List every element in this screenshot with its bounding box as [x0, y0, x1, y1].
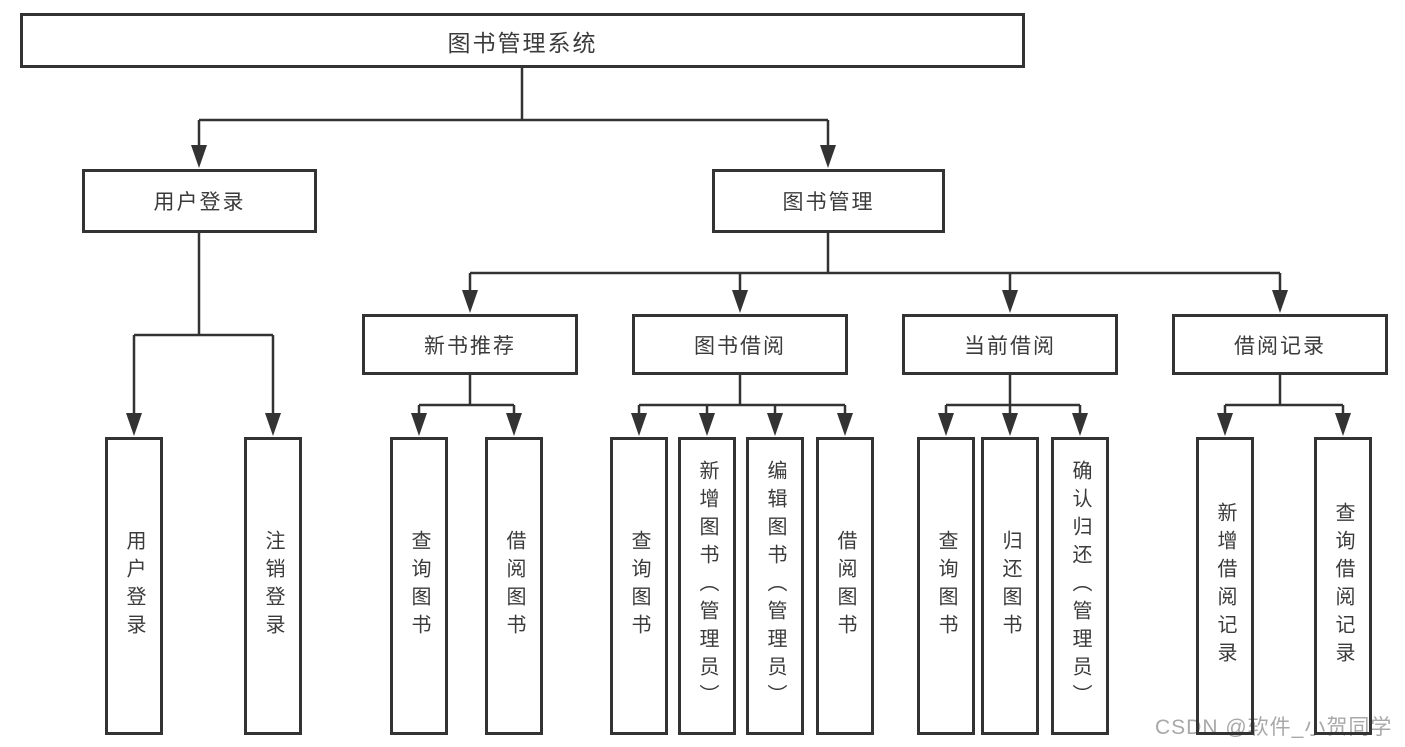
leaf-label: 查询借阅记录	[1332, 502, 1354, 670]
node-label: 用户登录	[153, 191, 246, 214]
leaf-label: 确认归还（管理员）	[1069, 460, 1091, 712]
node-new-book-recommend: 新书推荐	[362, 314, 578, 375]
leaf-confirm-return-admin: 确认归还（管理员）	[1051, 437, 1109, 735]
leaf-edit-books-admin: 编辑图书（管理员）	[746, 437, 804, 735]
arrow-down-icon	[732, 290, 748, 313]
node-current-borrow: 当前借阅	[902, 314, 1118, 375]
leaf-user-login: 用户登录	[105, 437, 163, 735]
leaf-label: 查询图书	[628, 530, 650, 642]
leaf-query-books-current: 查询图书	[917, 437, 975, 735]
node-borrow-records: 借阅记录	[1172, 314, 1388, 375]
leaf-query-books-recommend: 查询图书	[390, 437, 448, 735]
node-label: 当前借阅	[964, 334, 1056, 358]
leaf-label: 借阅图书	[503, 530, 525, 642]
arrow-down-icon	[191, 145, 207, 168]
csdn-watermark: CSDN @软件_小贺同学	[1155, 716, 1393, 739]
connector-lines	[132, 68, 1345, 416]
arrow-down-icon	[1002, 290, 1018, 313]
leaf-label: 注销登录	[262, 530, 284, 642]
node-root-label: 图书管理系统	[447, 29, 598, 56]
arrow-down-icon	[767, 413, 783, 436]
leaf-add-borrow-record: 新增借阅记录	[1196, 437, 1254, 735]
leaf-return-books: 归还图书	[981, 437, 1039, 735]
leaf-logout: 注销登录	[244, 437, 302, 735]
arrow-down-icon	[506, 413, 522, 436]
leaf-query-books-borrow: 查询图书	[610, 437, 668, 735]
arrow-down-icon	[1072, 413, 1088, 436]
node-book-borrow: 图书借阅	[632, 314, 848, 375]
leaf-add-books-admin: 新增图书（管理员）	[678, 437, 736, 735]
arrow-down-icon	[126, 413, 142, 436]
leaf-label: 用户登录	[123, 530, 145, 642]
arrow-down-icon	[462, 290, 478, 313]
node-book-management: 图书管理	[712, 169, 945, 233]
arrow-down-icon	[631, 413, 647, 436]
leaf-label: 新增图书（管理员）	[696, 460, 718, 712]
arrowhead-icons	[126, 145, 1351, 436]
leaf-label: 归还图书	[999, 530, 1021, 642]
leaf-label: 查询图书	[408, 530, 430, 642]
arrow-down-icon	[938, 413, 954, 436]
node-label: 借阅记录	[1234, 334, 1326, 358]
arrow-down-icon	[820, 145, 836, 168]
arrow-down-icon	[699, 413, 715, 436]
arrow-down-icon	[1335, 413, 1351, 436]
leaf-label: 新增借阅记录	[1214, 502, 1236, 670]
leaf-borrow-books: 借阅图书	[816, 437, 874, 735]
leaf-query-borrow-record: 查询借阅记录	[1314, 437, 1372, 735]
leaf-borrow-books-recommend: 借阅图书	[485, 437, 543, 735]
leaf-label: 编辑图书（管理员）	[764, 460, 786, 712]
node-root: 图书管理系统	[20, 13, 1025, 68]
arrow-down-icon	[1272, 290, 1288, 313]
node-user-login: 用户登录	[82, 169, 317, 233]
node-label: 图书借阅	[694, 334, 786, 358]
arrow-down-icon	[1002, 413, 1018, 436]
node-label: 新书推荐	[424, 334, 516, 358]
leaf-label: 借阅图书	[834, 530, 856, 642]
arrow-down-icon	[1217, 413, 1233, 436]
leaf-label: 查询图书	[935, 530, 957, 642]
arrow-down-icon	[265, 413, 281, 436]
node-label: 图书管理	[782, 191, 875, 214]
arrow-down-icon	[411, 413, 427, 436]
arrow-down-icon	[837, 413, 853, 436]
